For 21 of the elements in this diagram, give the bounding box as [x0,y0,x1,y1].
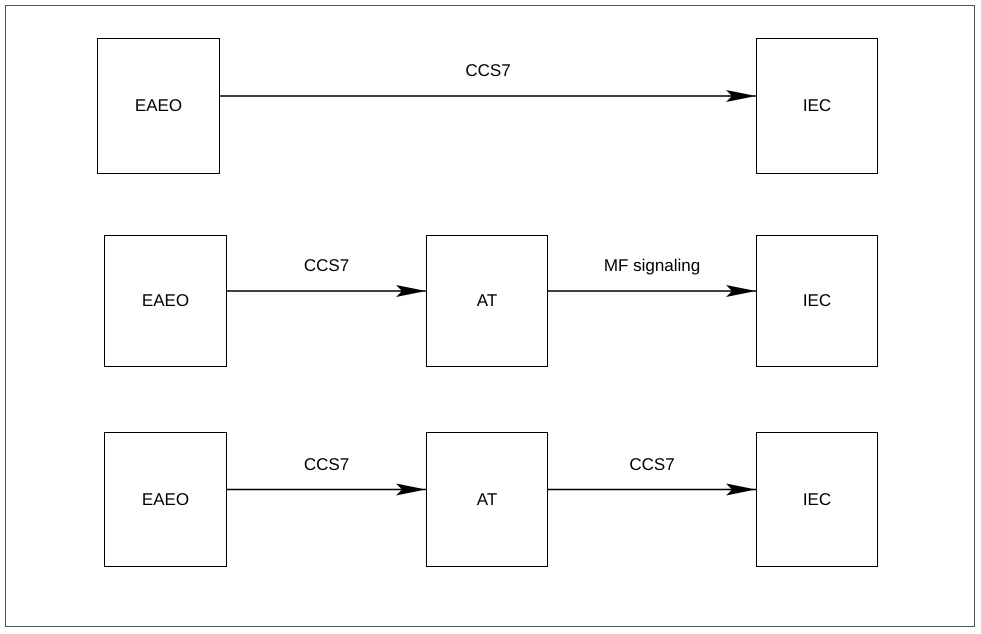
node-box [104,432,227,567]
node-box [426,432,548,567]
node-label: EAEO [142,488,190,511]
node-label: IEC [802,290,832,312]
node-label: IEC [802,488,832,511]
node-box [426,235,548,367]
node-label: EAEO [142,290,190,312]
node-label: AT [476,290,498,312]
arrow [227,285,426,297]
node-box [756,38,878,174]
node-label: AT [476,488,498,511]
node-box [756,432,878,567]
arrow [220,90,756,102]
node-box [104,235,227,367]
node-box [756,235,878,367]
arrow [227,484,426,496]
arrow [548,285,756,297]
node-label: EAEO [134,95,182,118]
node-box [97,38,220,174]
arrow [548,484,756,496]
node-label: IEC [802,95,832,118]
